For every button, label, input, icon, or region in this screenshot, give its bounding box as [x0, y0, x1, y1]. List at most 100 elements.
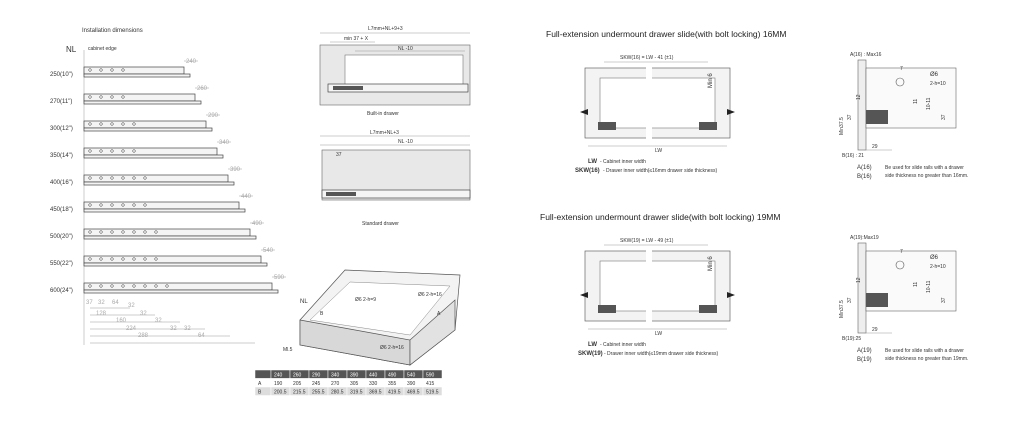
nl-label: NL: [66, 45, 77, 54]
standard-drawer-drawing: L7mm+NL+3 NL -10 37 Standard drawer: [320, 130, 471, 227]
table-cell: A: [258, 381, 262, 387]
slide-nl-label: 400(16"): [50, 180, 73, 186]
min-dim: Min 6: [708, 73, 714, 88]
table-cell: 490: [388, 373, 397, 379]
hole-dim-label: 64: [198, 333, 205, 339]
table-cell: 419.5: [388, 390, 401, 396]
standard-left-dim: 37: [336, 152, 342, 158]
slide-row: 400(16") 390: [50, 167, 242, 186]
table-cell: 330: [369, 381, 378, 387]
lw-dim: LW: [655, 148, 662, 154]
skw-dim: SKW(16) = LW - 41 (±1): [620, 55, 674, 61]
detail-12: 12: [856, 94, 862, 100]
hole-dim-label: 32: [98, 300, 105, 306]
slide-row: 350(14")340: [50, 140, 231, 159]
skw-dim: SKW(19) = LW - 49 (±1): [620, 238, 674, 244]
slide-length-label: 440: [241, 194, 252, 200]
legend-skw: - Drawer inner width(≤19mm drawer side t…: [604, 351, 719, 357]
iso-label-hole1: Ø6 2-h=9: [355, 297, 376, 303]
slide-row: 250(10") 240: [50, 59, 198, 78]
table-cell: 305: [350, 381, 359, 387]
table-cell: 270: [331, 381, 340, 387]
slide-length-label: 490: [252, 221, 263, 227]
table-cell: 390: [350, 373, 359, 379]
hole-dim-label: 64: [112, 300, 119, 306]
table-cell: 415: [426, 381, 435, 387]
detail-h: 2-h=10: [930, 81, 946, 87]
min-dim: Min 6: [708, 256, 714, 271]
table-cell: 260: [293, 373, 302, 379]
slide-row: 550(22")540: [50, 248, 275, 267]
hole-dim-label: 32: [128, 303, 135, 309]
legend-lw: - Cabinet inner width: [600, 159, 646, 165]
legend-lw-key: LW: [588, 342, 597, 348]
table-cell: 190: [274, 381, 283, 387]
table-cell: 369.5: [369, 390, 382, 396]
slide-nl-label: 500(20"): [50, 234, 73, 240]
detail-b-dim: B(19):25: [842, 336, 861, 342]
table-cell: 290: [312, 373, 321, 379]
table-cell: 280.5: [331, 390, 344, 396]
table-cell: 215.5: [293, 390, 306, 396]
lw-dim: LW: [655, 331, 662, 337]
standard-nl-dim: NL -10: [398, 139, 413, 145]
builtin-top-dim: L7mm+NL+9+3: [368, 26, 403, 32]
slide-row: 270(11")260: [50, 86, 209, 105]
detail-7: 7: [900, 66, 903, 72]
hole-dim-label: 288: [138, 333, 149, 339]
detail-hole: Ø6: [930, 72, 939, 78]
iso-label-b: B: [320, 311, 324, 317]
detail-h: 2-h=10: [930, 264, 946, 270]
builtin-min-dim: min 37 + X: [344, 36, 369, 42]
slide-row: 450(18") 440: [50, 194, 253, 213]
iso-label-hole2: Ø6 2-h=16: [418, 292, 442, 298]
iso-label-ml: Ml.5: [283, 347, 293, 353]
iso-label-a: A: [437, 311, 441, 317]
note-a-key: A(16): [857, 165, 872, 171]
slide-list: 250(10")240270(11")260300(12")290350(14"…: [50, 59, 286, 294]
table-cell: 519.5: [426, 390, 439, 396]
slide-nl-label: 250(10"): [50, 72, 73, 78]
front-view-drawing: SKW(16) = LW - 41 (±1) Min 6 LW: [580, 55, 735, 154]
standard-top-dim: L7mm+NL+3: [370, 130, 399, 136]
note-a-key: A(19): [857, 348, 872, 354]
table-cell: B: [258, 390, 262, 396]
section-title: Full-extension undermount drawer slide(w…: [546, 29, 786, 39]
section-title: Full-extension undermount drawer slide(w…: [540, 212, 780, 222]
iso-label-nl: NL: [300, 299, 308, 305]
standard-caption: Standard drawer: [362, 221, 399, 227]
legend-skw: - Drawer inner width(≤16mm drawer side t…: [603, 168, 718, 174]
slide-nl-label: 270(11"): [50, 99, 72, 105]
builtin-caption: Built-in drawer: [367, 111, 399, 117]
slide-length-label: 340: [219, 140, 230, 146]
legend-lw-key: LW: [588, 159, 597, 165]
table-cell: 340: [331, 373, 340, 379]
detail-11: 11: [913, 99, 919, 104]
left-title: Installation dimensions: [82, 28, 143, 34]
detail-11: 11: [913, 282, 919, 287]
table-cell: 245: [312, 381, 321, 387]
slide-nl-label: 450(18"): [50, 207, 73, 213]
slide-nl-label: 550(22"): [50, 261, 73, 267]
table-cell: 440: [369, 373, 378, 379]
hole-dim-label: 37: [86, 300, 93, 306]
table-cell: 540: [407, 373, 416, 379]
slide-section-16mm: Full-extension undermount drawer slide(w…: [546, 29, 968, 180]
hole-dim-label: 32: [170, 326, 177, 332]
table-cell: 240: [274, 373, 283, 379]
slide-row: 600(24")590: [50, 275, 286, 294]
slide-length-label: 240: [186, 59, 197, 65]
detail-min: Min37.5: [839, 117, 845, 135]
slide-length-label: 390: [230, 167, 241, 173]
detail-b-dim: B(16) : 21: [842, 153, 864, 159]
slide-row: 500(20") 490: [50, 221, 264, 240]
table-cell: 205: [293, 381, 302, 387]
